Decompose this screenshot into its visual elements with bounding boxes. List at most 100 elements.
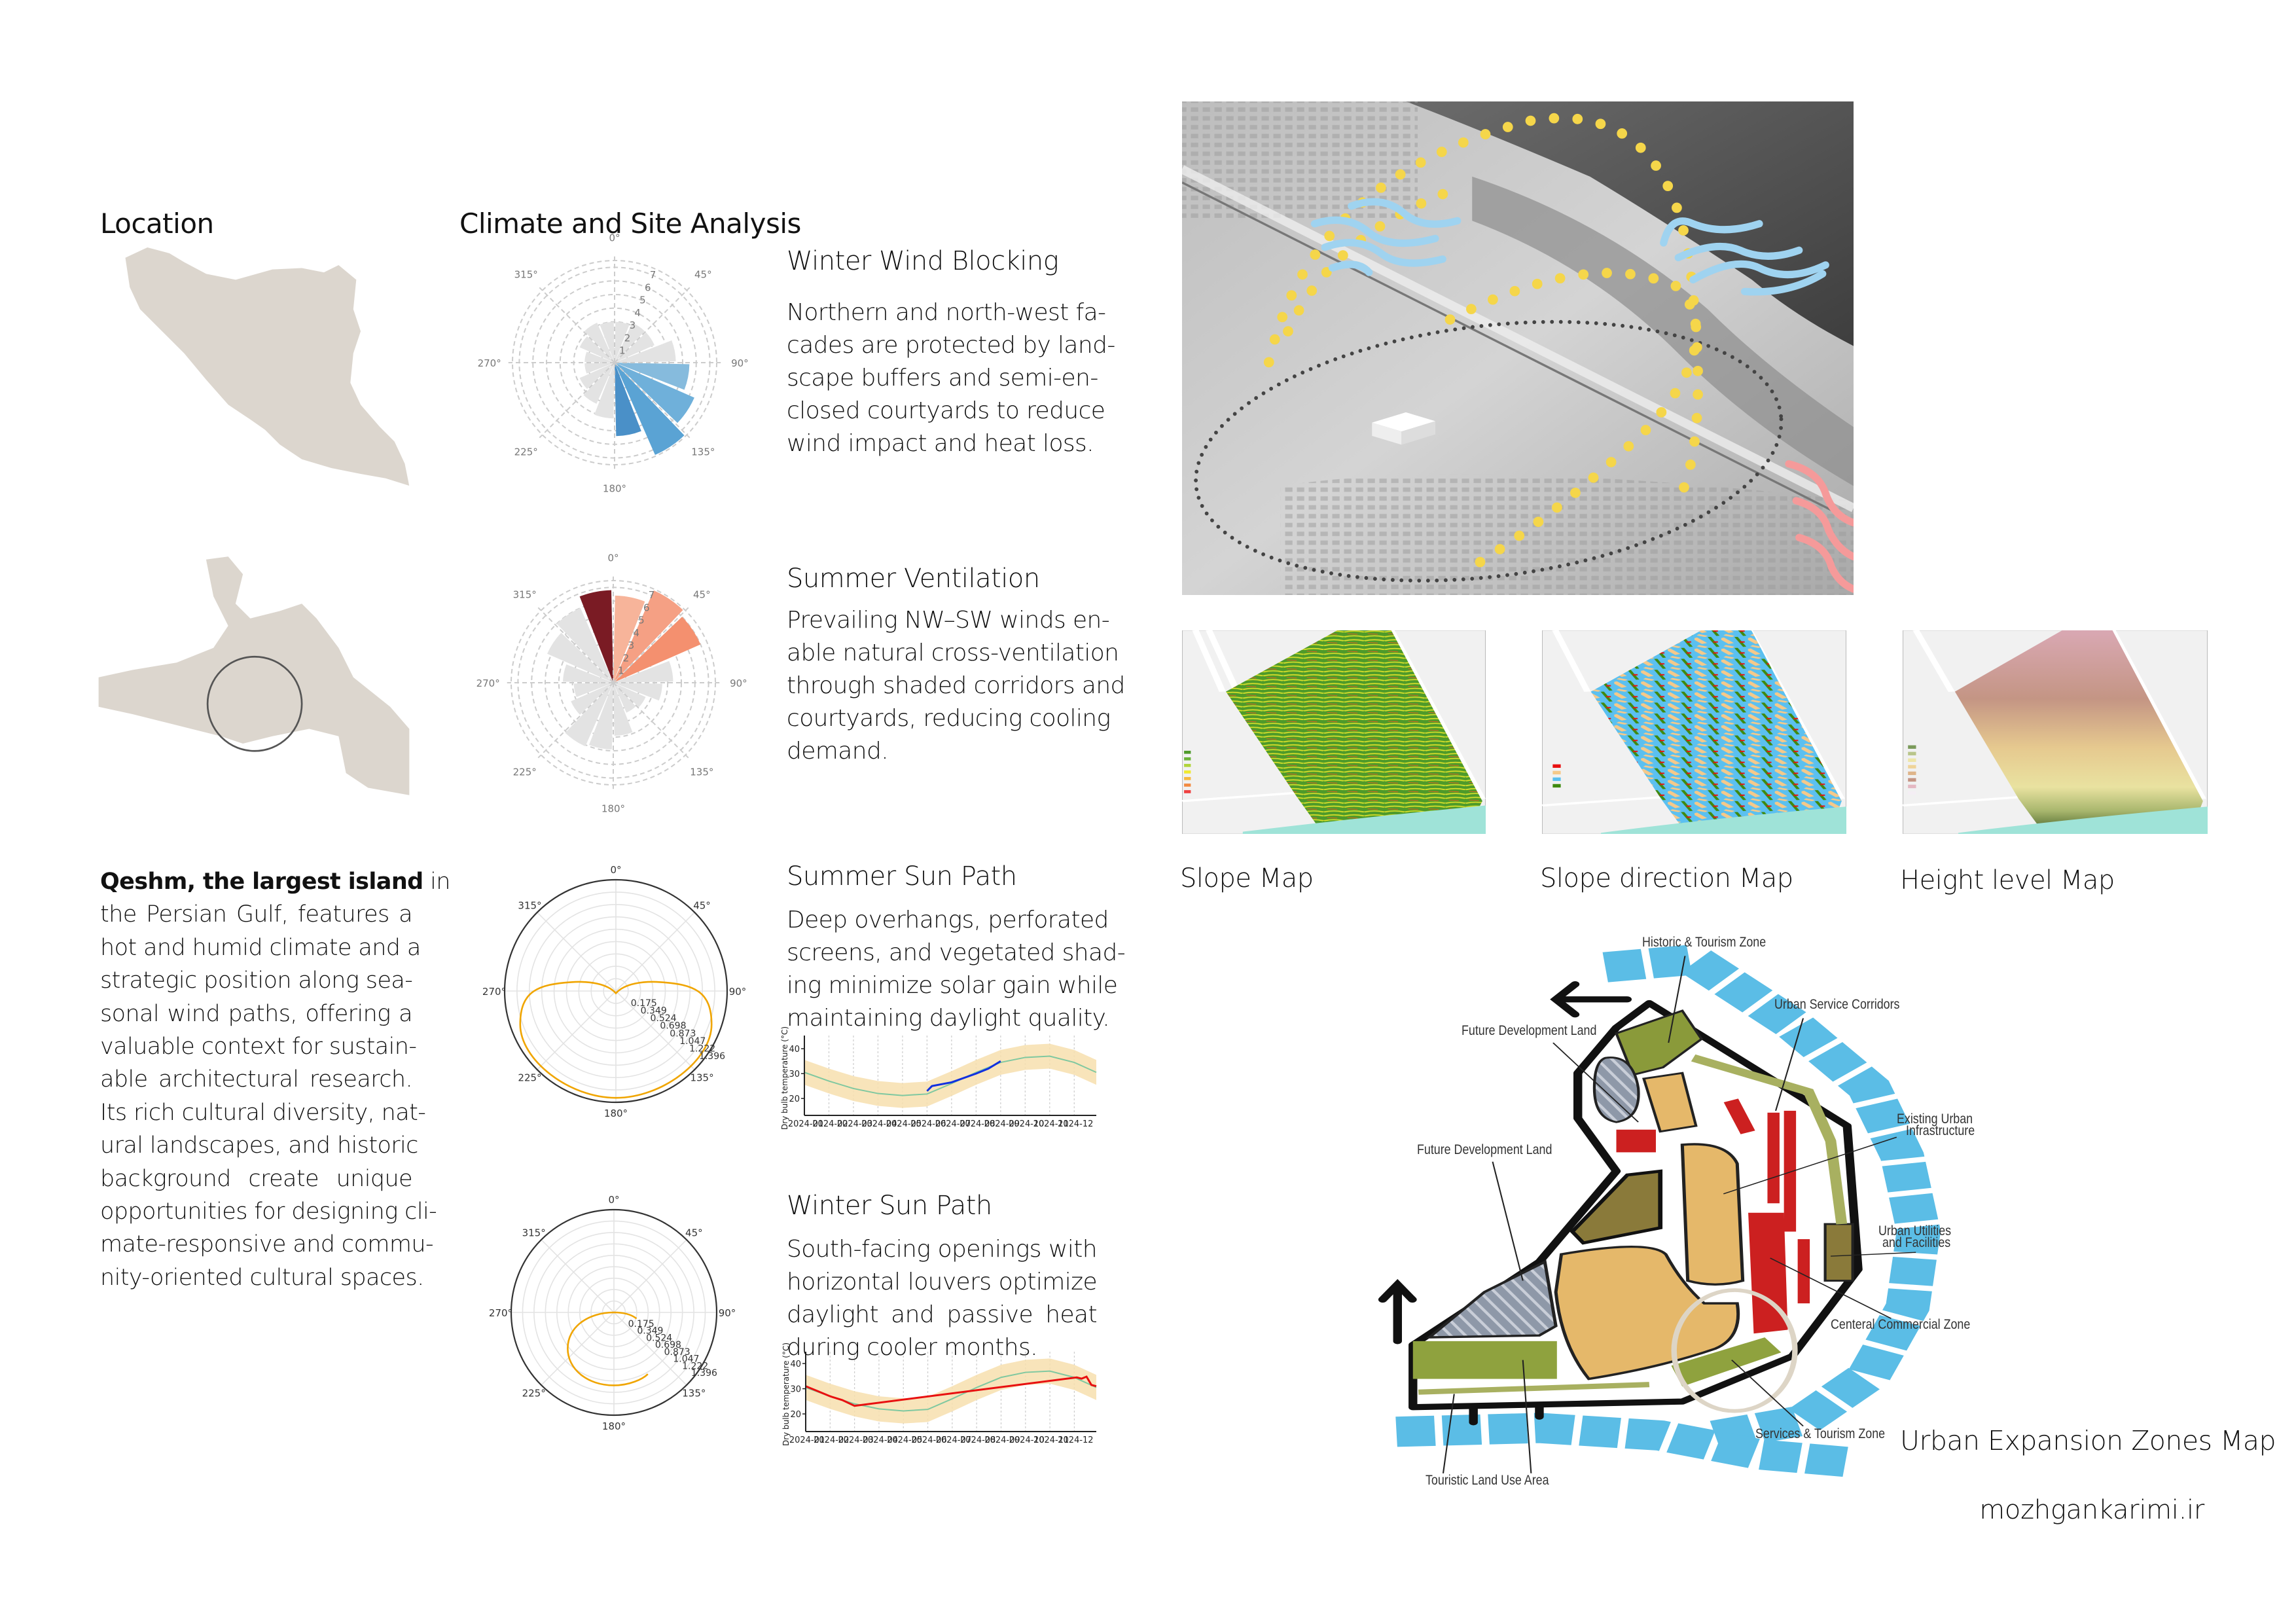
grid-spoke <box>541 1239 615 1313</box>
x-tick-label: 2024-03 <box>838 1435 873 1445</box>
temperature-range-band <box>804 1043 1096 1108</box>
wind-sector <box>588 683 613 749</box>
paragraph-line: valuable context for sustain- <box>100 1034 417 1060</box>
highway-edge <box>1182 181 1854 522</box>
wind-sector <box>579 590 613 683</box>
slope-direction-map-label: Slope direction Map <box>1540 863 1793 893</box>
paragraph-line: Qeshm, the largest island in <box>100 865 450 898</box>
paragraph-line: nity-oriented cultural spaces. <box>100 1264 424 1291</box>
x-tick-label: 2024-01 <box>789 1435 825 1445</box>
radial-tick-label: 1.047 <box>679 1036 706 1047</box>
angle-label: 315° <box>518 899 541 911</box>
wind-sector <box>571 683 613 715</box>
paragraph-line: demand. <box>787 738 889 765</box>
website-credit: mozhgankarimi.ir <box>1979 1495 2204 1525</box>
radial-tick-label: 1 <box>619 345 626 357</box>
radial-tick-label: 0.873 <box>664 1347 691 1358</box>
radial-tick-label: 1.047 <box>673 1354 699 1365</box>
y-tick-label: 30 <box>789 1070 800 1079</box>
outer-ring <box>510 1208 718 1416</box>
winter-wind-arrows-east <box>1660 217 1829 296</box>
paragraph-line: through shaded corridors and <box>787 672 1125 699</box>
y-tick-label: 20 <box>789 1094 800 1104</box>
wind-sector <box>615 363 690 390</box>
commercial-strips <box>1723 1098 1810 1304</box>
residential-block-north <box>1642 1072 1698 1133</box>
height-legend <box>1908 745 1916 795</box>
section-title: Summer Sun Path <box>787 861 1017 892</box>
angle-label: 135° <box>690 766 713 778</box>
urban-expansion-map <box>1378 943 1941 1477</box>
y-tick-label: 40 <box>790 1360 801 1369</box>
grid-ring <box>545 614 682 751</box>
grid-spoke <box>541 1312 615 1386</box>
sun-arc-west <box>1283 186 1456 336</box>
highlight-temperature-line <box>926 1060 1001 1092</box>
wind-sector <box>584 363 615 374</box>
building-mass <box>1372 412 1435 445</box>
x-tick-label: 2024-11 <box>1033 1435 1069 1445</box>
angle-label: 0° <box>609 232 620 244</box>
x-tick-label: 2024-04 <box>861 1119 897 1129</box>
paragraph-line: opportunities for designing cli- <box>100 1199 437 1225</box>
coast-vegetation <box>1472 176 1854 486</box>
x-tick-label: 2024-02 <box>812 1119 848 1129</box>
angle-label: 135° <box>691 446 715 458</box>
qeshm-map <box>98 556 410 795</box>
radial-tick-label: 0.873 <box>670 1028 696 1039</box>
wind-sector <box>583 363 615 404</box>
central-commercial-zone <box>1748 1212 1788 1334</box>
sea-area <box>1406 101 1854 346</box>
y-axis-label: Dry bulb temperature (°C) <box>781 1343 791 1446</box>
x-tick-label: 2024-10 <box>1009 1119 1044 1129</box>
paragraph-line: scape buffers and semi-en- <box>787 365 1098 391</box>
radial-tick-label: 1.396 <box>699 1051 725 1062</box>
label-urban-utilities-1: Urban Utilities <box>1878 1223 1952 1238</box>
radial-tick-label: 1 <box>618 665 624 677</box>
x-tick-label: 2024-12 <box>1058 1435 1093 1445</box>
qeshm-shape <box>98 556 410 795</box>
grid-spoke <box>615 990 695 1070</box>
x-tick-label: 2024-06 <box>911 1435 946 1445</box>
angle-label: 90° <box>731 357 749 369</box>
wind-sector <box>615 340 676 363</box>
paragraph-line: able architectural research. <box>100 1066 413 1093</box>
wind-sector <box>556 607 613 683</box>
slope-direction-map <box>1542 630 1846 834</box>
radial-tick-label: 0.175 <box>628 1319 655 1329</box>
radial-tick-label: 1.396 <box>691 1368 717 1379</box>
angle-label: 45° <box>694 269 712 281</box>
paragraph-line: South-facing openings with <box>787 1236 1098 1263</box>
radial-tick-label: 1.222 <box>689 1044 715 1055</box>
y-tick-label: 20 <box>790 1410 801 1420</box>
mean-temperature-line <box>805 1370 1097 1412</box>
paragraph-line: cades are protected by land- <box>787 332 1115 359</box>
grid-spoke <box>613 682 689 759</box>
x-tick-label: 2024-08 <box>960 1119 995 1129</box>
wind-sector <box>613 595 645 683</box>
radial-tick-label: 1.222 <box>682 1361 708 1371</box>
wind-sector <box>584 352 615 363</box>
paragraph-line-rest: in <box>423 869 450 895</box>
label-historic-tourism-zone: Historic & Tourism Zone <box>1642 935 1767 950</box>
angle-label: 90° <box>729 986 747 998</box>
radial-tick-label: 7 <box>649 589 655 601</box>
slope-map <box>1182 630 1486 834</box>
arrow-icon <box>1378 981 1632 1426</box>
y-tick-label: 30 <box>790 1385 801 1395</box>
angle-label: 180° <box>602 1420 626 1432</box>
wind-sector <box>613 660 673 683</box>
commercial-block-north <box>1616 1129 1656 1153</box>
angle-label: 0° <box>607 552 619 564</box>
angle-label: 180° <box>603 482 626 494</box>
wind-sector <box>613 683 636 713</box>
wind-sector <box>584 323 615 363</box>
section-description: Prevailing NW–SW winds en-able natural c… <box>787 604 1125 768</box>
radial-tick-label: 0.698 <box>655 1340 681 1350</box>
radial-tick-label: 5 <box>639 295 646 306</box>
qeshm-description: Qeshm, the largest island in the Persian… <box>100 865 450 1294</box>
summer-temperature-chart: 2024-012024-022024-032024-042024-052024-… <box>780 1026 1097 1130</box>
